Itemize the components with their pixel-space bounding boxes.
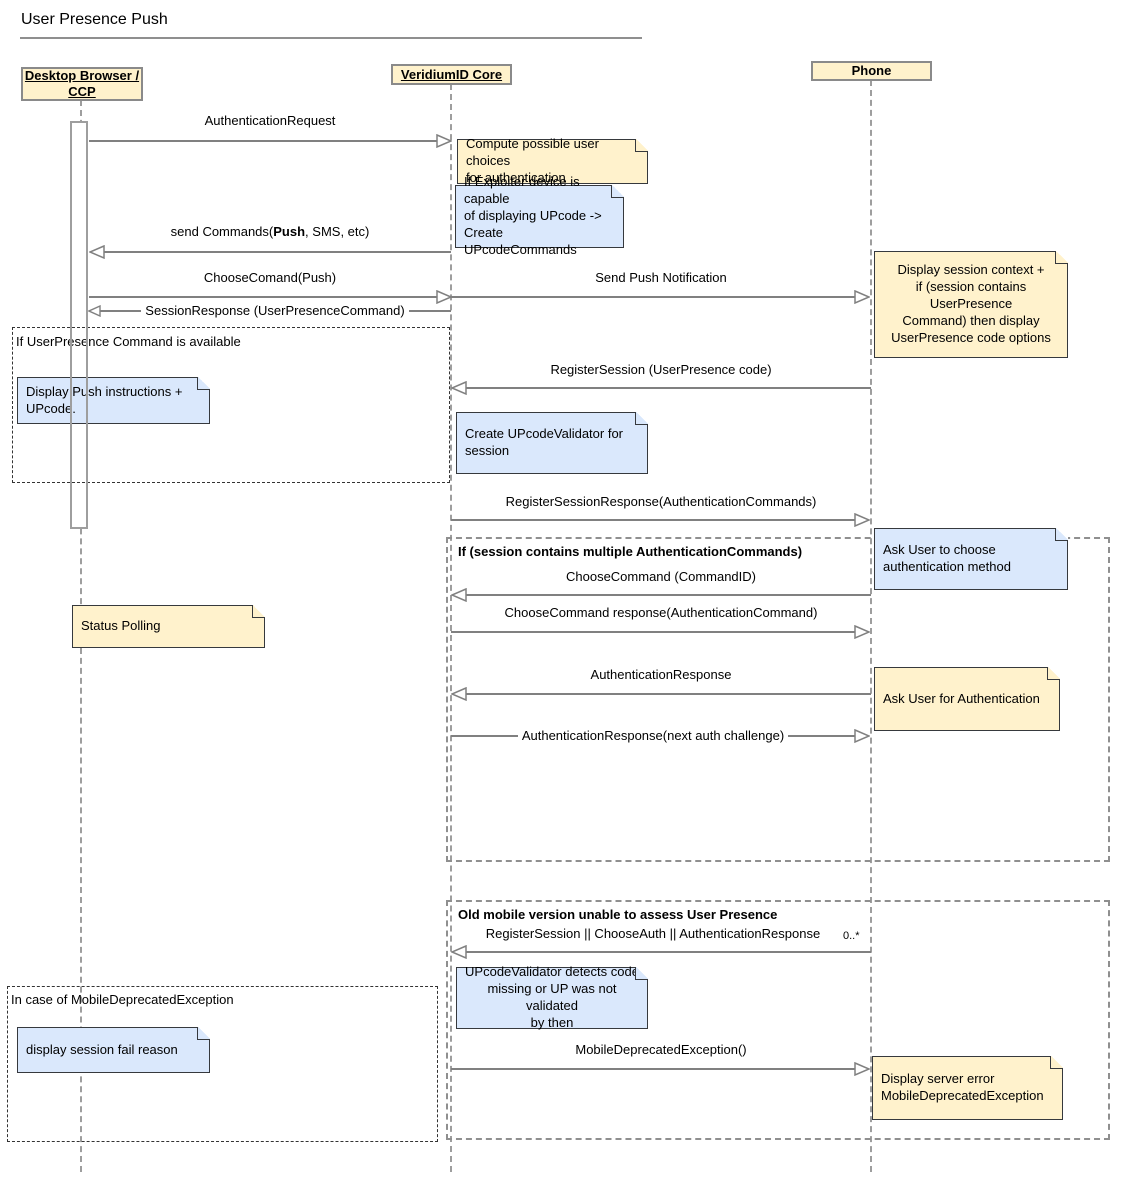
send-commands-prefix: send Commands( bbox=[170, 224, 274, 239]
diagram-title: User Presence Push bbox=[21, 11, 168, 28]
arrowhead-left-icon bbox=[88, 305, 101, 317]
note-display-session-fail: display session fail reason bbox=[17, 1027, 210, 1073]
arrowhead-left-icon bbox=[451, 687, 467, 701]
arrowhead-right-icon bbox=[436, 134, 452, 148]
note-compute-choices: Compute possible user choices for authen… bbox=[457, 136, 648, 185]
note-fold-icon bbox=[197, 377, 210, 390]
fragment-mobile-deprecated bbox=[7, 986, 438, 1142]
note-display-push-instructions: Display Push instructions + UPcode. bbox=[17, 377, 210, 424]
message-choose-comand-line bbox=[89, 296, 437, 298]
note-display-session-fail-text: display session fail reason bbox=[26, 1041, 178, 1057]
message-authentication-request-label: AuthenticationRequest bbox=[204, 113, 336, 128]
note-ask-user-auth-text: Ask User for Authentication bbox=[883, 690, 1040, 706]
message-authentication-response-line bbox=[465, 693, 871, 695]
message-choose-comand-label: ChooseComand(Push) bbox=[203, 270, 337, 285]
message-choose-command-response-line bbox=[451, 631, 855, 633]
lifeline-header-desktop-label: Desktop Browser / CCP bbox=[24, 68, 140, 99]
message-choose-command-label: ChooseCommand (CommandID) bbox=[565, 569, 756, 584]
note-compute-choices-text: Compute possible user choices for authen… bbox=[466, 136, 599, 185]
note-exploiter-upcode-text: If Exploiter device is capable of displa… bbox=[464, 174, 602, 257]
lifeline-header-core-label: VeridiumID Core bbox=[400, 66, 503, 82]
note-create-upcode-validator: Create UPcodeValidator for session bbox=[456, 412, 648, 474]
arrowhead-right-icon bbox=[854, 625, 870, 639]
activation-bar bbox=[70, 121, 88, 529]
message-mobile-deprecated-exception-label: MobileDeprecatedException() bbox=[575, 1042, 747, 1057]
note-display-session-context: Display session context + if (session co… bbox=[874, 251, 1068, 358]
lifeline-header-desktop: Desktop Browser / CCP bbox=[21, 67, 143, 101]
note-status-polling-text: Status Polling bbox=[81, 618, 161, 634]
arrowhead-right-icon bbox=[854, 729, 870, 743]
message-register-session-response-line bbox=[451, 519, 855, 521]
note-display-server-error: Display server error MobileDeprecatedExc… bbox=[872, 1056, 1063, 1120]
message-send-commands-line bbox=[103, 251, 451, 253]
message-choose-command-response-label: ChooseCommand response(AuthenticationCom… bbox=[504, 605, 818, 620]
activation-bar-fill bbox=[70, 121, 88, 529]
message-register-session-label: RegisterSession (UserPresence code) bbox=[550, 362, 772, 377]
arrowhead-right-icon bbox=[854, 513, 870, 527]
note-fold-icon bbox=[635, 967, 648, 980]
message-authentication-response-label: AuthenticationResponse bbox=[590, 667, 732, 682]
authentication-response-next-text: AuthenticationResponse(next auth challen… bbox=[517, 728, 789, 743]
arrowhead-right-icon bbox=[436, 290, 452, 304]
lifeline-header-core: VeridiumID Core bbox=[391, 64, 512, 85]
lifeline-header-phone-label: Phone bbox=[851, 63, 892, 79]
note-upcode-validator-detects: UPcodeValidator detects code missing or … bbox=[456, 964, 648, 1030]
note-upcode-validator-detects-text: UPcodeValidator detects code missing or … bbox=[465, 964, 639, 1030]
session-response-text: SessionResponse (UserPresenceCommand) bbox=[141, 303, 409, 318]
note-ask-user-choose: Ask User to choose authentication method bbox=[874, 528, 1068, 590]
note-fold-icon bbox=[1047, 667, 1060, 680]
note-display-session-context-text: Display session context + if (session co… bbox=[891, 262, 1051, 345]
fragment-multiple-commands bbox=[446, 537, 1110, 862]
lifeline-header-phone: Phone bbox=[811, 61, 932, 81]
message-choose-command-line bbox=[465, 594, 871, 596]
message-register-session-response-label: RegisterSessionResponse(AuthenticationCo… bbox=[505, 494, 817, 509]
fragment-old-mobile-label: Old mobile version unable to assess User… bbox=[458, 907, 778, 922]
note-fold-icon bbox=[1055, 251, 1068, 264]
fragment-multiple-commands-label: If (session contains multiple Authentica… bbox=[458, 544, 803, 559]
fragment-up-available bbox=[12, 327, 450, 483]
note-fold-icon bbox=[252, 605, 265, 618]
arrowhead-left-icon bbox=[89, 245, 105, 259]
message-session-response-label: SessionResponse (UserPresenceCommand) bbox=[99, 303, 451, 318]
note-fold-icon bbox=[611, 185, 624, 198]
note-create-upcode-validator-text: Create UPcodeValidator for session bbox=[465, 426, 624, 458]
note-display-push-instructions-text: Display Push instructions + UPcode. bbox=[26, 383, 183, 416]
message-send-commands-label: send Commands(Push, SMS, etc) bbox=[89, 224, 451, 239]
message-authentication-response-next-label: AuthenticationResponse(next auth challen… bbox=[451, 728, 855, 743]
message-authentication-request-line bbox=[89, 140, 437, 142]
send-commands-bold: Push bbox=[273, 224, 306, 239]
note-fold-icon bbox=[635, 412, 648, 425]
message-register-session-line bbox=[465, 387, 871, 389]
send-commands-suffix: , SMS, etc) bbox=[305, 224, 370, 239]
message-send-push-label: Send Push Notification bbox=[595, 270, 727, 285]
fragment-old-mobile bbox=[446, 900, 1110, 1140]
fragment-up-available-label: If UserPresence Command is available bbox=[16, 334, 241, 349]
note-exploiter-upcode: If Exploiter device is capable of displa… bbox=[455, 174, 624, 257]
lifeline-phone bbox=[870, 80, 872, 1172]
note-ask-user-choose-text: Ask User to choose authentication method bbox=[883, 542, 1011, 574]
message-send-push-line bbox=[451, 296, 855, 298]
note-display-server-error-text: Display server error MobileDeprecatedExc… bbox=[881, 1071, 1044, 1103]
arrowhead-right-icon bbox=[854, 1062, 870, 1076]
arrowhead-left-icon bbox=[451, 588, 467, 602]
arrowhead-right-icon bbox=[854, 290, 870, 304]
lifeline-core bbox=[450, 84, 452, 1172]
message-mobile-deprecated-exception-line bbox=[451, 1068, 855, 1070]
fragment-mobile-deprecated-label: In case of MobileDeprecatedException bbox=[11, 992, 234, 1007]
title-underline bbox=[20, 37, 642, 39]
note-fold-icon bbox=[197, 1027, 210, 1040]
message-register-choose-auth-line bbox=[465, 951, 871, 953]
arrowhead-left-icon bbox=[451, 381, 467, 395]
arrowhead-left-icon bbox=[451, 945, 467, 959]
note-ask-user-auth: Ask User for Authentication bbox=[874, 667, 1060, 731]
note-fold-icon bbox=[1055, 528, 1068, 541]
note-fold-icon bbox=[635, 139, 648, 152]
note-status-polling: Status Polling bbox=[72, 605, 265, 648]
message-multiplicity: 0..* bbox=[843, 930, 860, 942]
message-register-choose-auth-label: RegisterSession || ChooseAuth || Authent… bbox=[485, 926, 821, 941]
note-fold-icon bbox=[1050, 1056, 1063, 1069]
